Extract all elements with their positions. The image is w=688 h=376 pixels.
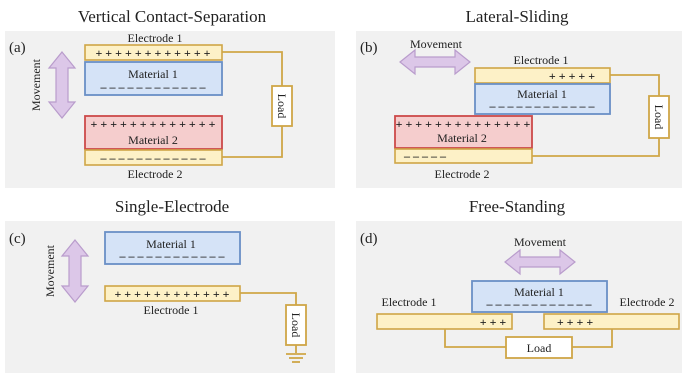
- material-1: [104, 231, 241, 265]
- positive-charges: + + + + + + + + + + + + + +: [396, 117, 531, 131]
- panel-c-title: Single-Electrode: [115, 197, 229, 216]
- material-1-label: Material 1: [128, 67, 178, 81]
- material-2: [394, 115, 533, 149]
- panel-c-tag: (c): [9, 231, 26, 247]
- movement-label: Movement: [410, 37, 463, 51]
- vertical-movement-arrow: [60, 239, 90, 303]
- positive-charges: + + + + +: [549, 69, 595, 83]
- panel-single-electrode: Single-Electrode (c) Movement Material 1…: [5, 197, 335, 373]
- electrode-1-label: Electrode 1: [514, 53, 569, 67]
- horizontal-movement-arrow: [399, 48, 471, 76]
- panel-vertical-contact-separation: Vertical Contact-Separation (a) Movement…: [5, 7, 335, 188]
- positive-charges: + + +: [480, 315, 507, 329]
- negative-charges: – – – – –: [403, 149, 447, 163]
- movement-label: Movement: [43, 244, 57, 297]
- vertical-movement-arrow: [47, 51, 77, 119]
- circuit-wire: [444, 329, 613, 348]
- positive-charges: + + + + + + + + + + + + +: [91, 117, 216, 131]
- material-1-label: Material 1: [146, 237, 196, 251]
- circuit-wire: [222, 51, 283, 158]
- panel-d-title: Free-Standing: [469, 197, 566, 216]
- panel-free-standing: Free-Standing (d) Movement Material 1 – …: [356, 197, 682, 373]
- panel-a-tag: (a): [9, 40, 26, 56]
- material-2-label: Material 2: [437, 131, 487, 145]
- positive-charges: + + + +: [557, 315, 594, 329]
- load-label: Load: [527, 341, 552, 355]
- positive-charges: + + + + + + + + + + + +: [95, 46, 210, 60]
- electrode-2-label: Electrode 2: [620, 295, 675, 309]
- horizontal-movement-arrow: [504, 248, 576, 276]
- electrode-2-label: Electrode 2: [128, 167, 183, 181]
- load-resistor: [285, 304, 307, 346]
- negative-charges: – – – – – – – – – – – –: [119, 249, 226, 263]
- material-2-label: Material 2: [128, 133, 178, 147]
- material-1: [471, 280, 608, 313]
- material-1-label: Material 1: [514, 285, 564, 299]
- movement-label: Movement: [29, 58, 43, 111]
- load-resistor: [648, 95, 670, 139]
- load-resistor: [505, 336, 573, 359]
- load-label: Load: [275, 94, 289, 119]
- positive-charges: + + + + + + + + + + + +: [114, 287, 229, 301]
- negative-charges: – – – – – – – – – – – –: [100, 80, 207, 94]
- negative-charges: – – – – – – – – – – – –: [486, 297, 593, 311]
- electrode-1-label: Electrode 1: [382, 295, 437, 309]
- electrode-2-label: Electrode 2: [435, 167, 490, 181]
- electrode-1-label: Electrode 1: [144, 303, 199, 317]
- material-2: [84, 115, 223, 150]
- panel-b-tag: (b): [360, 40, 378, 56]
- circuit-wire: [240, 292, 297, 353]
- load-resistor: [271, 85, 293, 127]
- material-1-label: Material 1: [517, 87, 567, 101]
- material-1: [474, 83, 611, 115]
- panel-lateral-sliding: Lateral-Sliding (b) Movement Electrode 1…: [356, 7, 682, 188]
- ground-icon: [286, 353, 306, 363]
- negative-charges: – – – – – – – – – – – –: [489, 99, 596, 113]
- electrode-1-label: Electrode 1: [128, 31, 183, 45]
- material-1: [84, 61, 223, 96]
- panel-d-tag: (d): [360, 231, 378, 247]
- negative-charges: – – – – – – – – – – – –: [100, 151, 207, 165]
- circuit-wire: [532, 74, 660, 157]
- movement-label: Movement: [514, 235, 567, 249]
- load-label: Load: [289, 313, 303, 338]
- panel-a-title: Vertical Contact-Separation: [78, 7, 267, 26]
- load-label: Load: [652, 105, 666, 130]
- panel-b-title: Lateral-Sliding: [466, 7, 569, 26]
